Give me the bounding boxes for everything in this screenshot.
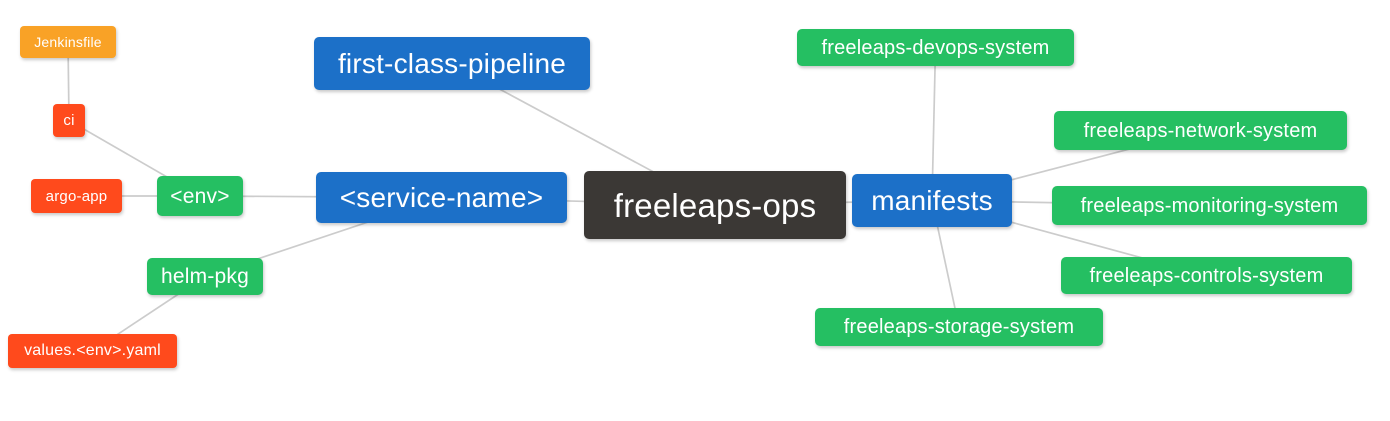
node-env[interactable]: <env>: [157, 176, 243, 216]
node-first-class-pipeline[interactable]: first-class-pipeline: [314, 37, 590, 90]
node-service-name[interactable]: <service-name>: [316, 172, 567, 223]
node-helm-pkg[interactable]: helm-pkg: [147, 258, 263, 295]
node-freeleaps-monitoring-system[interactable]: freeleaps-monitoring-system: [1052, 186, 1367, 225]
node-freeleaps-ops-root[interactable]: freeleaps-ops: [584, 171, 846, 239]
node-argo-app[interactable]: argo-app: [31, 179, 122, 213]
node-jenkinsfile[interactable]: Jenkinsfile: [20, 26, 116, 58]
node-ci[interactable]: ci: [53, 104, 85, 137]
node-manifests[interactable]: manifests: [852, 174, 1012, 227]
node-freeleaps-devops-system[interactable]: freeleaps-devops-system: [797, 29, 1074, 66]
node-values-env-yaml[interactable]: values.<env>.yaml: [8, 334, 177, 368]
node-freeleaps-storage-system[interactable]: freeleaps-storage-system: [815, 308, 1103, 346]
node-freeleaps-controls-system[interactable]: freeleaps-controls-system: [1061, 257, 1352, 294]
node-freeleaps-network-system[interactable]: freeleaps-network-system: [1054, 111, 1347, 150]
